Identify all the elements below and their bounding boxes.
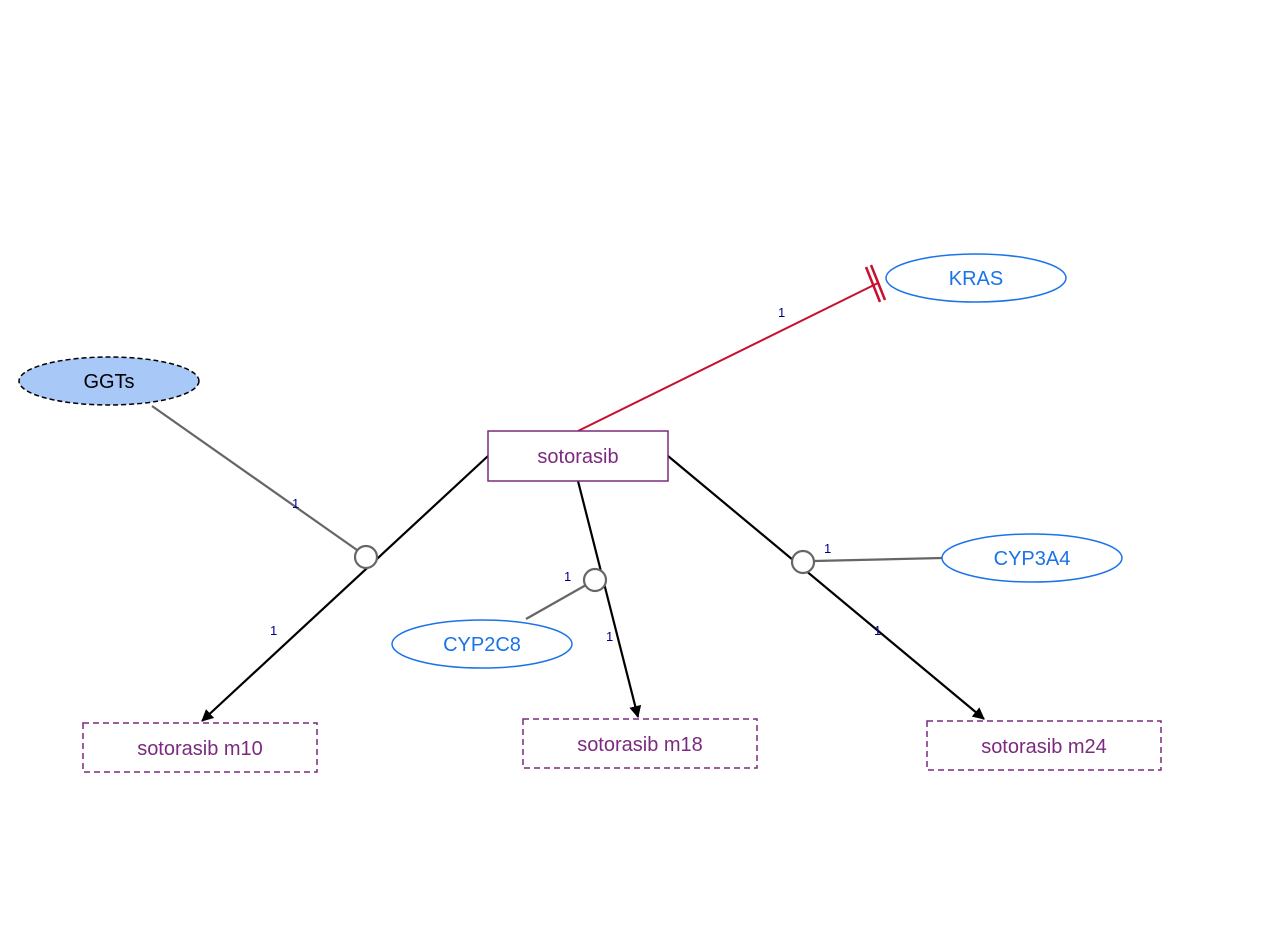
edge-label-m24: 1 xyxy=(874,623,881,638)
target-node-kras[interactable]: KRAS xyxy=(885,253,1067,303)
metabolite-label-m24: sotorasib m24 xyxy=(981,736,1107,758)
edge-label-ggts: 1 xyxy=(292,496,299,511)
edge-label-m10: 1 xyxy=(270,623,277,638)
edge-label-m18: 1 xyxy=(606,629,613,644)
enzyme-node-cyp2c8[interactable]: CYP2C8 xyxy=(391,619,573,669)
metabolite-node-m24[interactable]: sotorasib m24 xyxy=(926,720,1162,771)
catalysis-edge-ggts xyxy=(151,405,358,551)
enzyme-node-cyp3a4[interactable]: CYP3A4 xyxy=(941,533,1123,583)
drug-label: sotorasib xyxy=(537,446,618,468)
drug-node-sotorasib[interactable]: sotorasib xyxy=(487,430,669,482)
metabolite-label-m18: sotorasib m18 xyxy=(577,734,703,756)
target-label-kras: KRAS xyxy=(949,268,1003,290)
enzyme-node-ggts[interactable]: GGTs xyxy=(18,356,200,406)
metabolite-label-m10: sotorasib m10 xyxy=(137,738,263,760)
catalysis-edge-cyp2c8 xyxy=(525,584,587,620)
inhibition-edge-kras xyxy=(577,264,887,432)
edge-label-cyp2c8: 1 xyxy=(564,569,571,584)
catalysis-circle-ggts xyxy=(353,544,379,570)
conversion-edge-m18 xyxy=(576,480,642,718)
metabolite-node-m18[interactable]: sotorasib m18 xyxy=(522,718,758,769)
catalysis-circle-cyp2c8 xyxy=(582,567,608,593)
metabolite-node-m10[interactable]: sotorasib m10 xyxy=(82,722,318,773)
edge-label-cyp3a4: 1 xyxy=(824,541,831,556)
catalysis-circle-cyp3a4 xyxy=(790,549,816,575)
conversion-edge-m10 xyxy=(201,455,489,722)
enzyme-label-cyp3a4: CYP3A4 xyxy=(994,548,1071,570)
catalysis-edge-cyp3a4 xyxy=(813,556,943,563)
edge-label-kras: 1 xyxy=(778,305,785,320)
conversion-edge-m24 xyxy=(667,455,985,720)
enzyme-label-ggts: GGTs xyxy=(83,371,134,393)
enzyme-label-cyp2c8: CYP2C8 xyxy=(443,634,521,656)
